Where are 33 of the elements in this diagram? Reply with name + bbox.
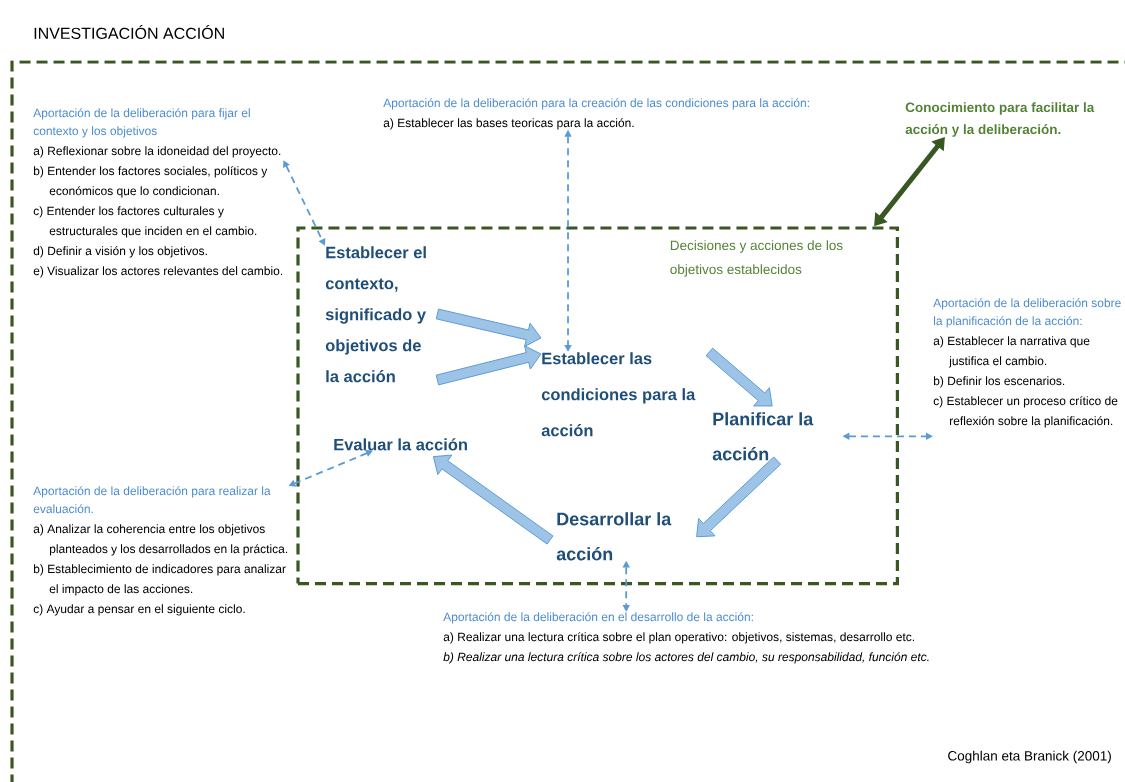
- list-item: a) Establecer la narrativa que justifica el cambio.: [933, 336, 1090, 368]
- block-arrow: [705, 347, 773, 407]
- note-heading: Aportación de la deliberación sobre la planificación de la acción:: [933, 298, 1121, 328]
- list-item: b) Entender los factores sociales, políticos y económicos que lo condicionan.: [34, 166, 268, 198]
- list-item: b) Definir los escenarios.: [933, 376, 1065, 388]
- stage-label: Evaluar la acción: [334, 438, 467, 451]
- stage-label: Establecer el contexto, significado y objetivos de la acción: [325, 246, 426, 383]
- note-heading: Conocimiento para facilitar la acción y la deliberación.: [905, 102, 1095, 137]
- title: INVESTIGACIÓN ACCIÓN: [34, 25, 224, 39]
- list-item: b) Establecimiento de indicadores para analizar el impacto de las acciones.: [34, 564, 286, 596]
- note-heading: Aportación de la deliberación para realizar la evaluación.: [33, 486, 271, 514]
- list-item: a) Analizar la coherencia entre los objetivos planteados y los desarrollados en la práctica.: [33, 524, 288, 556]
- list-item: d) Definir a visión y los objetivos.: [33, 246, 207, 258]
- list-item: c) Establecer un proceso crítico de reflexión sobre la planificación.: [933, 396, 1118, 428]
- list-item: c) Ayudar a pensar en el siguiente ciclo.: [33, 604, 245, 616]
- note-heading: Aportación de la deliberación para la creación de las condiciones para la acción:: [383, 98, 809, 110]
- list-item: a) Establecer las bases teoricas para la acción.: [383, 118, 634, 130]
- list-item: e) Visualizar los actores relevantes del cambio.: [33, 266, 283, 278]
- block-arrow: [432, 454, 554, 545]
- stage-label: Planificar la acción: [712, 412, 814, 461]
- block-arrow: [435, 345, 542, 386]
- stage-label: Establecer las condiciones para la acción: [541, 352, 696, 437]
- stage-label: Desarrollar la acción: [556, 512, 672, 561]
- note-heading: Aportación de la deliberación para fijar el contexto y los objetivos: [33, 108, 250, 138]
- block-arrow: [696, 456, 782, 538]
- block-arrow: [435, 308, 542, 348]
- note-heading: Aportación de la deliberación en el desarrollo de la acción:: [443, 612, 753, 624]
- dashed-arrow: [283, 160, 326, 246]
- list-item: b) Realizar una lectura crítica sobre los actores del cambio, su responsabilidad, función etc.: [443, 652, 929, 664]
- list-item: c) Entender los factores culturales y estructurales que inciden en el cambio.: [33, 206, 257, 238]
- list-item: a) Reflexionar sobre la idoneidad del proyecto.: [33, 146, 281, 158]
- citation: Coghlan eta Branick (2001): [948, 750, 1111, 764]
- list-item: a) Realizar una lectura crítica sobre el plan operativo: objetivos, sistemas, desarrollo etc.: [443, 632, 915, 644]
